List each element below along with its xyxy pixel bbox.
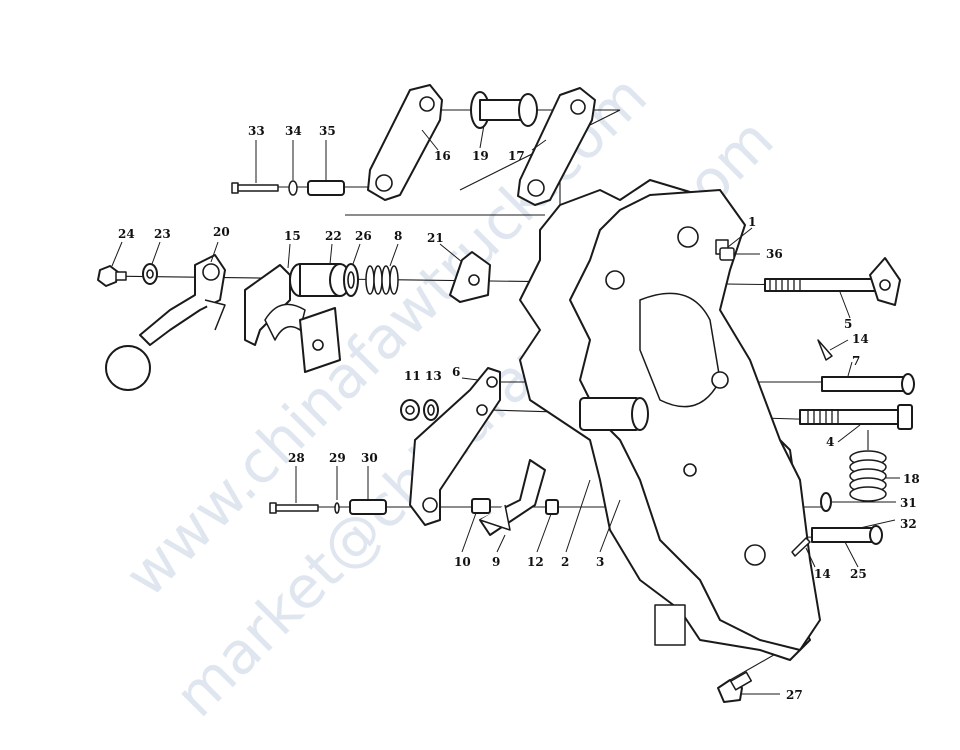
callout-17: 17 — [508, 149, 525, 163]
pin-19 — [470, 91, 538, 149]
bolt-33 — [231, 140, 279, 194]
callout-12: 12 — [527, 555, 544, 569]
callout-33: 33 — [248, 124, 265, 138]
callout-19: 19 — [472, 149, 489, 163]
pedal-arm-20 — [105, 241, 226, 391]
flange-bolt-27 — [717, 671, 780, 703]
bolt-24 — [97, 241, 127, 287]
clip-bracket-9 — [479, 459, 546, 553]
callout-10: 10 — [454, 555, 471, 569]
callout-14-bottom: 14 — [814, 567, 831, 581]
pin-29 — [334, 466, 340, 514]
nut-36 — [719, 247, 760, 261]
nut-11 — [400, 399, 420, 421]
cotter-pin-14-bottom — [791, 537, 816, 568]
washer-13 — [423, 399, 439, 421]
callout-34: 34 — [285, 124, 302, 138]
callout-28: 28 — [288, 451, 305, 465]
callout-26: 26 — [355, 229, 372, 243]
link-16 — [367, 84, 443, 201]
callout-23: 23 — [154, 227, 171, 241]
bolt-28 — [269, 466, 319, 514]
callout-1: 1 — [748, 215, 756, 229]
sleeve-30 — [349, 466, 387, 515]
spring-8 — [365, 243, 399, 295]
callout-11: 11 — [404, 369, 421, 383]
pin-25 — [811, 519, 896, 568]
callout-5: 5 — [844, 317, 852, 331]
bracket-15 — [244, 243, 341, 373]
callout-14-top: 14 — [852, 332, 869, 346]
callout-35: 35 — [319, 124, 336, 138]
long-bolt-5 — [764, 257, 901, 319]
callout-21: 21 — [427, 231, 444, 245]
washer-23 — [142, 241, 161, 285]
callout-24: 24 — [118, 227, 135, 241]
pin-7 — [821, 361, 915, 395]
callout-22: 22 — [325, 229, 342, 243]
lever-plate-6 — [409, 367, 501, 526]
callout-8: 8 — [394, 229, 402, 243]
callout-6: 6 — [452, 365, 460, 379]
callout-9: 9 — [492, 555, 500, 569]
callout-4: 4 — [826, 435, 834, 449]
callout-31: 31 — [900, 496, 917, 510]
bushing-22 — [289, 243, 351, 297]
washer-34 — [288, 140, 298, 196]
callout-27: 27 — [786, 688, 803, 702]
callout-25: 25 — [850, 567, 867, 581]
callout-labels: 1 36 5 14 7 4 18 31 32 25 14 27 6 11 13 … — [118, 124, 920, 702]
callout-29: 29 — [329, 451, 346, 465]
callout-20: 20 — [213, 225, 230, 239]
leader-3 — [599, 499, 621, 553]
callout-16: 16 — [434, 149, 451, 163]
bolt-10 — [461, 498, 491, 553]
callout-15: 15 — [284, 229, 301, 243]
callout-18: 18 — [903, 472, 920, 486]
pedal-bracket-front — [569, 189, 821, 651]
ring-26 — [343, 243, 361, 297]
callout-2: 2 — [561, 555, 569, 569]
callout-7: 7 — [852, 354, 860, 368]
spacer-tube — [579, 397, 649, 431]
link-17 — [517, 87, 596, 206]
nut-12 — [536, 499, 559, 553]
callout-30: 30 — [361, 451, 378, 465]
callout-36: 36 — [766, 247, 783, 261]
callout-3: 3 — [596, 555, 604, 569]
spring-18 — [849, 430, 900, 502]
washer-31 — [820, 492, 896, 512]
leader-2 — [565, 479, 591, 553]
plate-21 — [439, 243, 491, 303]
callout-13: 13 — [425, 369, 442, 383]
sleeve-35 — [307, 140, 345, 196]
cotter-pin-14-top — [817, 339, 849, 361]
bolt-4 — [799, 404, 913, 443]
callout-32: 32 — [900, 517, 917, 531]
